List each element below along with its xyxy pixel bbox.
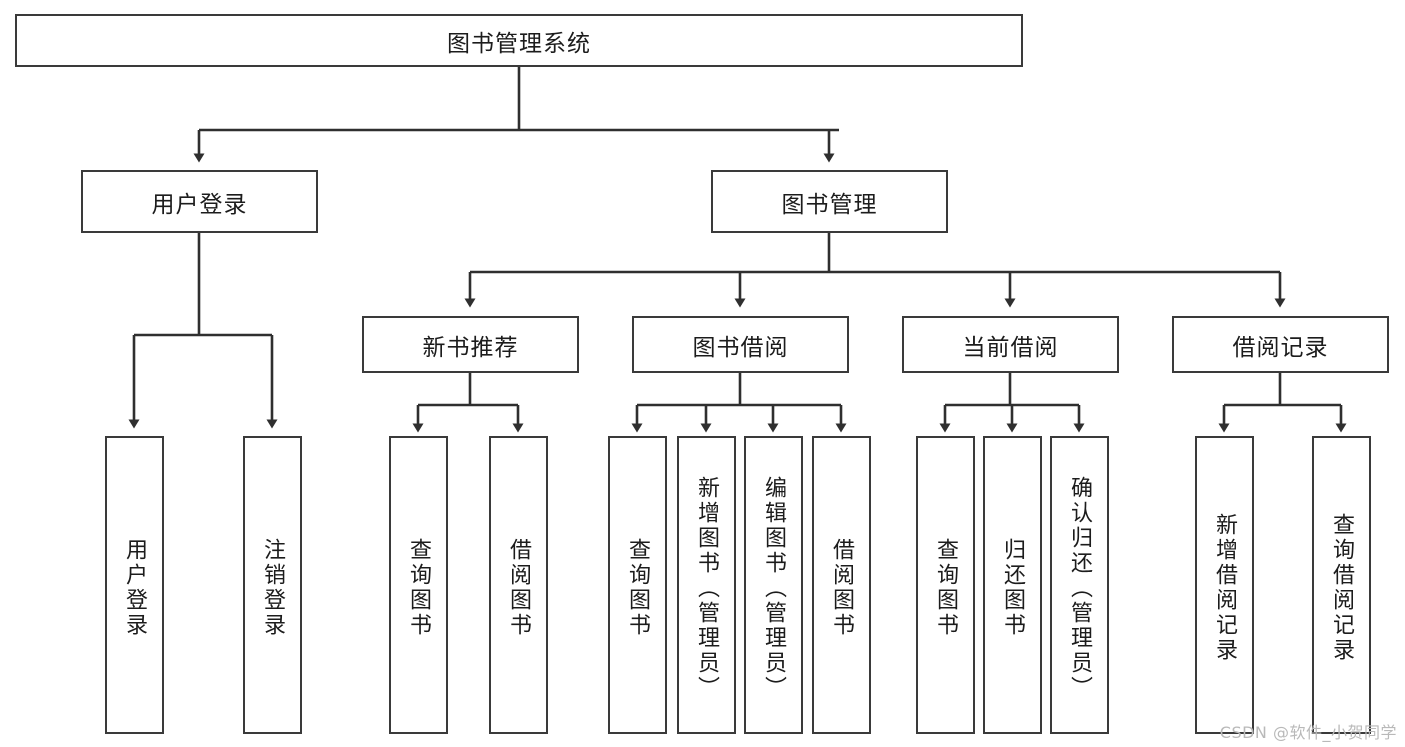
node-edit-book-label: 编辑图书（管理员） <box>761 475 787 701</box>
watermark-text: CSDN @软件_小贺同学 <box>1219 723 1397 742</box>
node-book-borrow[interactable]: 图书借阅 <box>632 316 849 373</box>
node-root-label: 图书管理系统 <box>447 30 591 57</box>
node-borrow-book-1-label: 借阅图书 <box>506 538 532 638</box>
node-query-book-1[interactable]: 查询图书 <box>389 436 448 734</box>
node-add-book-label: 新增图书（管理员） <box>694 475 720 701</box>
node-query-book-3-label: 查询图书 <box>933 538 959 638</box>
node-borrow-book-2[interactable]: 借阅图书 <box>812 436 871 734</box>
node-book-management-label: 图书管理 <box>781 191 878 218</box>
node-user-logout-label: 注销登录 <box>260 538 286 638</box>
node-user-login-do[interactable]: 用户登录 <box>105 436 164 734</box>
node-query-borrow-record-label: 查询借阅记录 <box>1329 513 1355 663</box>
node-add-borrow-record[interactable]: 新增借阅记录 <box>1195 436 1254 734</box>
node-query-book-1-label: 查询图书 <box>406 538 432 638</box>
node-query-borrow-record[interactable]: 查询借阅记录 <box>1312 436 1371 734</box>
node-book-borrow-label: 图书借阅 <box>692 334 789 361</box>
node-user-login-do-label: 用户登录 <box>122 538 148 638</box>
node-edit-book[interactable]: 编辑图书（管理员） <box>744 436 803 734</box>
node-new-book-recommend-label: 新书推荐 <box>422 334 519 361</box>
node-query-book-3[interactable]: 查询图书 <box>916 436 975 734</box>
node-query-book-2-label: 查询图书 <box>625 538 651 638</box>
node-add-borrow-record-label: 新增借阅记录 <box>1212 513 1238 663</box>
node-borrow-book-2-label: 借阅图书 <box>829 538 855 638</box>
node-current-borrow[interactable]: 当前借阅 <box>902 316 1119 373</box>
node-return-book-label: 归还图书 <box>1000 538 1026 638</box>
node-borrow-record-label: 借阅记录 <box>1232 334 1329 361</box>
node-borrow-record[interactable]: 借阅记录 <box>1172 316 1389 373</box>
node-query-book-2[interactable]: 查询图书 <box>608 436 667 734</box>
node-current-borrow-label: 当前借阅 <box>962 334 1059 361</box>
node-root[interactable]: 图书管理系统 <box>15 14 1023 67</box>
node-user-login[interactable]: 用户登录 <box>81 170 318 233</box>
node-confirm-return-label: 确认归还（管理员） <box>1067 475 1093 701</box>
node-user-logout[interactable]: 注销登录 <box>243 436 302 734</box>
node-confirm-return[interactable]: 确认归还（管理员） <box>1050 436 1109 734</box>
node-add-book[interactable]: 新增图书（管理员） <box>677 436 736 734</box>
node-new-book-recommend[interactable]: 新书推荐 <box>362 316 579 373</box>
node-borrow-book-1[interactable]: 借阅图书 <box>489 436 548 734</box>
node-book-management[interactable]: 图书管理 <box>711 170 948 233</box>
node-user-login-label: 用户登录 <box>151 191 248 218</box>
node-return-book[interactable]: 归还图书 <box>983 436 1042 734</box>
